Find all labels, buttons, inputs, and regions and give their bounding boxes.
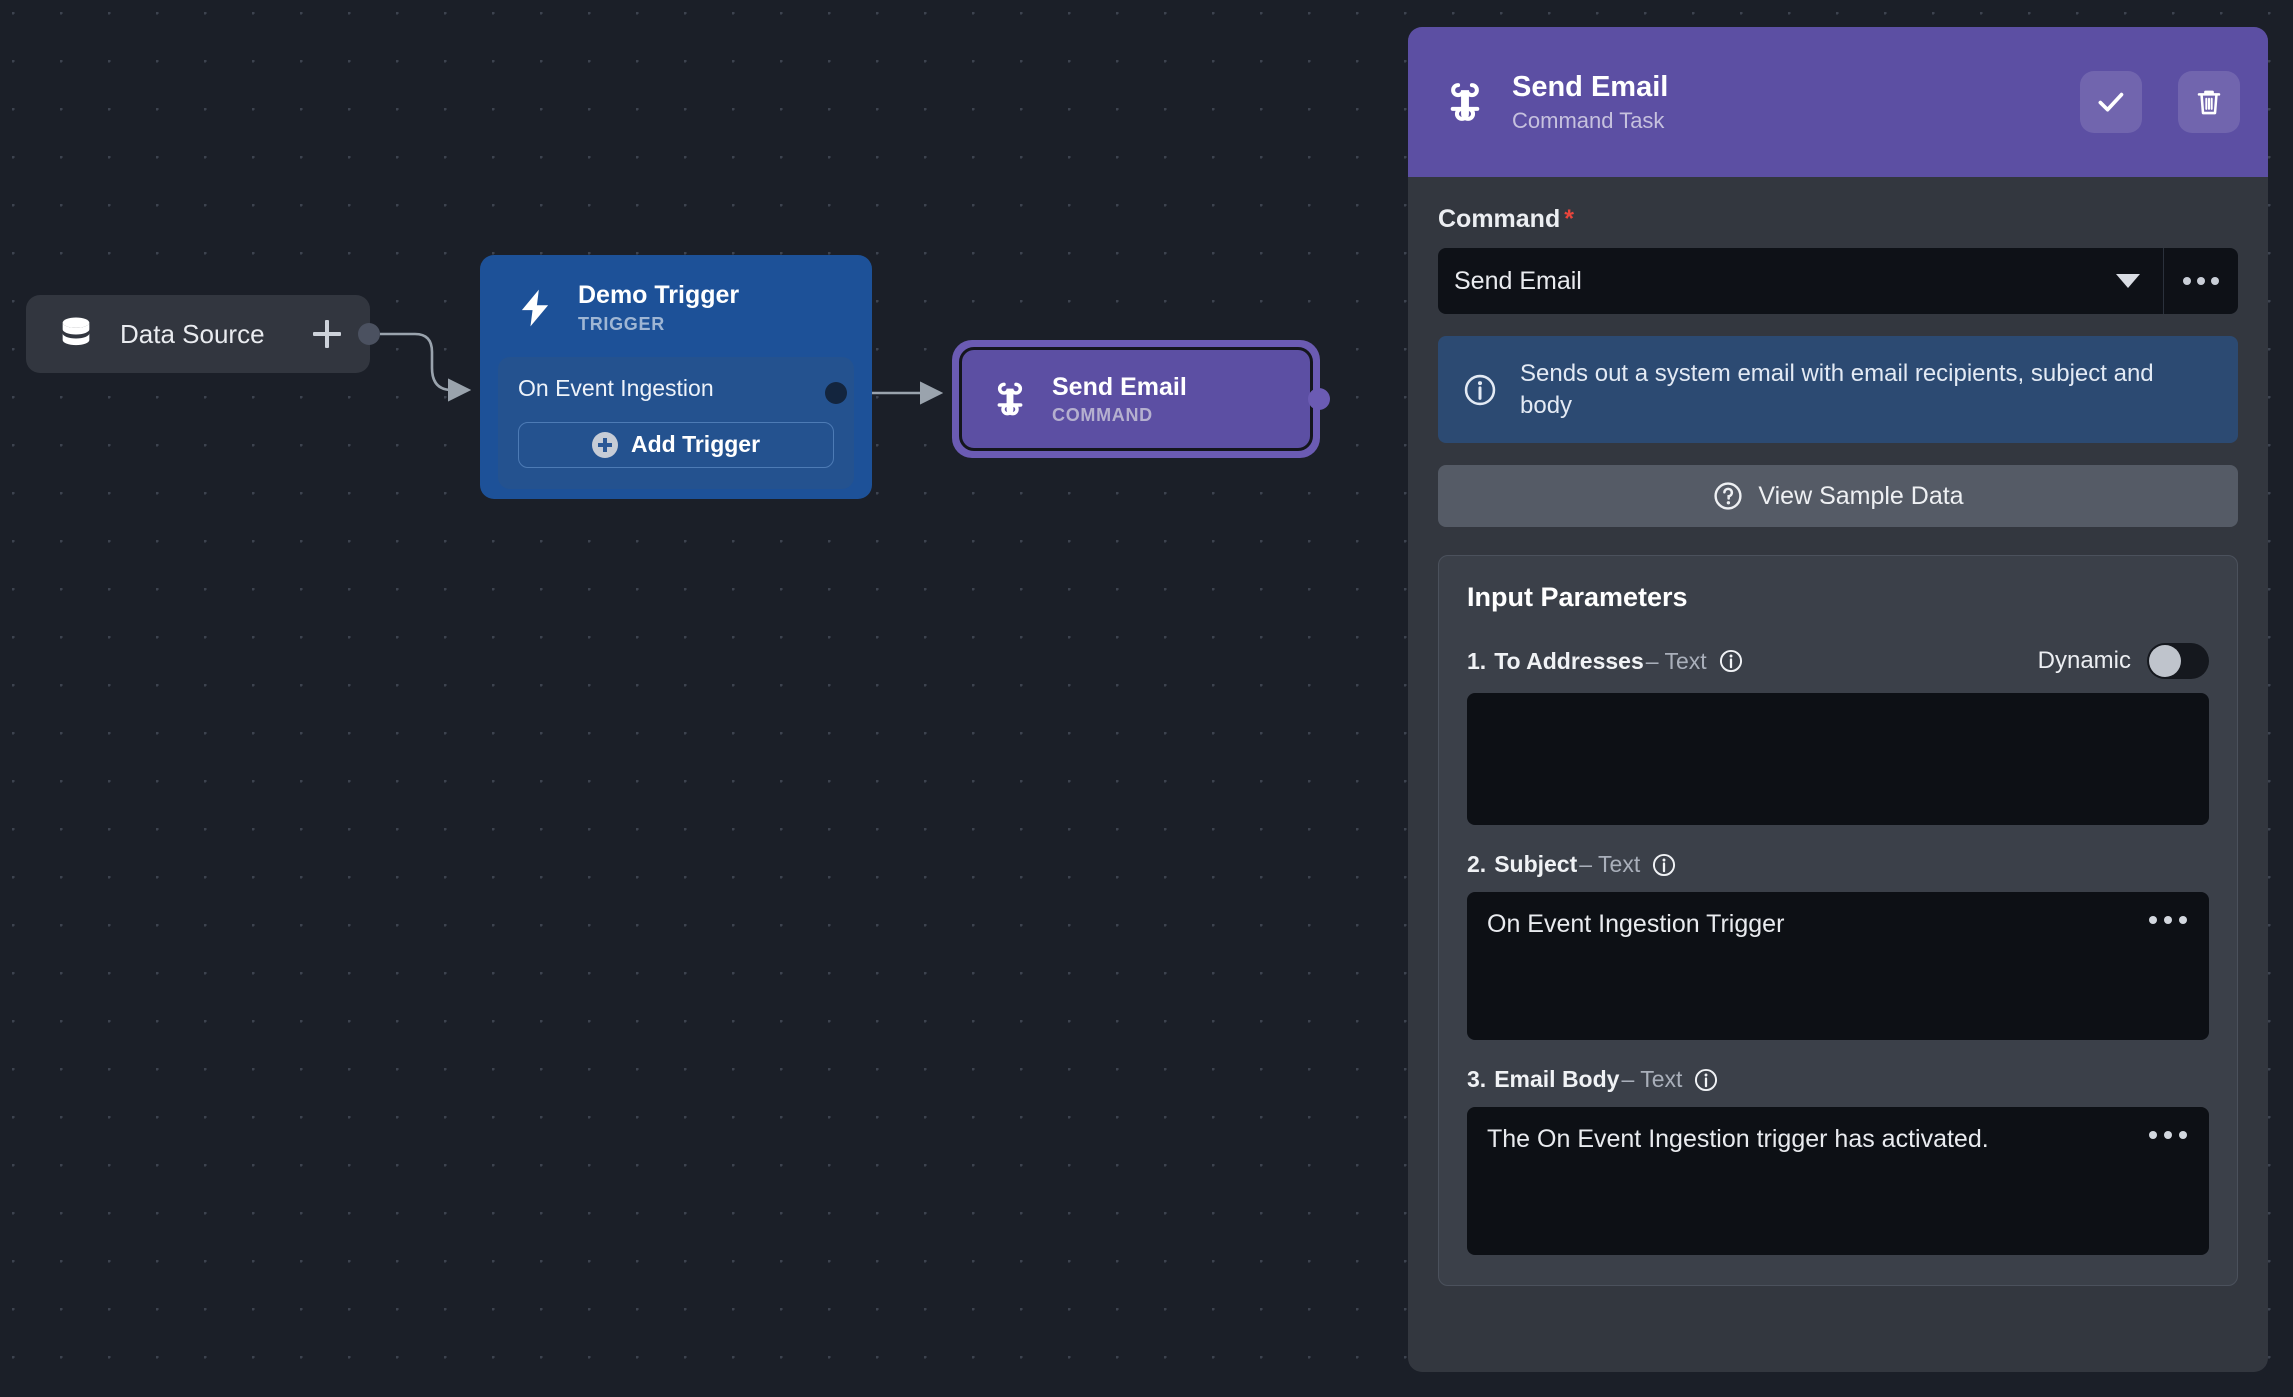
add-trigger-button[interactable]: Add Trigger bbox=[518, 421, 834, 468]
ellipsis-icon bbox=[2164, 1131, 2172, 1140]
subject-value: On Event Ingestion Trigger bbox=[1487, 910, 1785, 939]
to-addresses-input[interactable] bbox=[1467, 693, 2209, 826]
input-parameters-card: Input Parameters 1. To Addresses – Text … bbox=[1438, 555, 2238, 1287]
parameter-type: – Text bbox=[1579, 851, 1641, 878]
chevron-down-icon bbox=[2116, 274, 2140, 288]
parameter-name: To Addresses bbox=[1494, 647, 1644, 674]
plus-circle-icon bbox=[591, 431, 618, 458]
node-send-email-selection-ring: Send Email COMMAND bbox=[952, 340, 1320, 458]
toggle-track bbox=[2147, 643, 2209, 680]
parameter-name: Subject bbox=[1494, 851, 1578, 878]
dynamic-toggle-label: Dynamic bbox=[2037, 647, 2131, 675]
command-select[interactable]: Send Email bbox=[1438, 248, 2238, 314]
parameter-label-row: 3. Email Body – Text bbox=[1467, 1066, 2209, 1093]
panel-subtitle: Command Task bbox=[1512, 107, 1665, 133]
info-icon bbox=[1653, 853, 1676, 876]
confirm-button[interactable] bbox=[2080, 71, 2142, 133]
parameter-info-icon-wrap[interactable] bbox=[1693, 1067, 1719, 1093]
parameter-index: 1. bbox=[1467, 647, 1487, 674]
trash-icon bbox=[2197, 90, 2221, 115]
ellipsis-icon bbox=[2179, 916, 2187, 925]
view-sample-data-button[interactable]: View Sample Data bbox=[1438, 465, 2238, 528]
output-port-data-source[interactable] bbox=[358, 323, 380, 345]
command-select-value: Send Email bbox=[1454, 266, 1582, 295]
parameter-type: – Text bbox=[1621, 1066, 1683, 1093]
database-icon bbox=[62, 317, 90, 346]
task-details-panel: Send Email Command Task Command* Send Em… bbox=[1408, 27, 2268, 1372]
command-more-button[interactable] bbox=[2164, 248, 2238, 314]
question-circle-icon bbox=[1714, 482, 1742, 510]
parameter-type: – Text bbox=[1645, 647, 1707, 674]
parameter-index: 3. bbox=[1467, 1066, 1487, 1093]
panel-header-texts: Send Email Command Task bbox=[1512, 71, 2044, 134]
lightning-bolt-icon bbox=[521, 289, 549, 327]
input-parameters-title: Input Parameters bbox=[1467, 582, 1688, 613]
output-port-trigger[interactable] bbox=[825, 382, 847, 404]
edge-datasource-to-trigger bbox=[380, 332, 472, 402]
trigger-header: Demo Trigger TRIGGER bbox=[480, 255, 872, 335]
subject-input[interactable]: On Event Ingestion Trigger bbox=[1467, 892, 2209, 1041]
ellipsis-icon bbox=[2197, 277, 2205, 285]
dynamic-toggle[interactable]: Dynamic bbox=[2037, 643, 2209, 680]
output-port-command[interactable] bbox=[1308, 388, 1330, 410]
view-sample-data-label: View Sample Data bbox=[1758, 481, 1964, 510]
node-demo-trigger[interactable]: Demo Trigger TRIGGER On Event Ingestion … bbox=[480, 255, 872, 499]
command-description-text: Sends out a system email with email reci… bbox=[1520, 360, 2154, 419]
subject-more-button[interactable] bbox=[2149, 916, 2187, 925]
command-field-label: Command* bbox=[1438, 205, 2238, 234]
trigger-subtitle: TRIGGER bbox=[578, 313, 665, 334]
delete-button[interactable] bbox=[2178, 71, 2240, 133]
plus-icon[interactable] bbox=[310, 317, 344, 351]
node-send-email[interactable]: Send Email COMMAND bbox=[959, 347, 1313, 451]
command-description-banner: Sends out a system email with email reci… bbox=[1438, 336, 2238, 444]
required-asterisk: * bbox=[1564, 205, 1574, 233]
command-icon bbox=[997, 382, 1023, 416]
data-source-label: Data Source bbox=[120, 318, 265, 349]
add-trigger-label: Add Trigger bbox=[630, 431, 761, 458]
panel-body: Command* Send Email Sends out a system e… bbox=[1408, 177, 2268, 1287]
info-icon bbox=[1719, 650, 1742, 673]
node-data-source[interactable]: Data Source bbox=[26, 295, 370, 373]
parameter-info-icon-wrap[interactable] bbox=[1651, 852, 1677, 878]
ellipsis-icon bbox=[2149, 916, 2157, 925]
ellipsis-icon bbox=[2149, 1131, 2157, 1140]
ellipsis-icon bbox=[2179, 1131, 2187, 1140]
ellipsis-icon bbox=[2211, 277, 2219, 285]
email-body-input[interactable]: The On Event Ingestion trigger has activ… bbox=[1467, 1107, 2209, 1256]
parameter-label-row: 2. Subject – Text bbox=[1467, 851, 2209, 878]
email-body-value: The On Event Ingestion trigger has activ… bbox=[1487, 1125, 1989, 1154]
ellipsis-icon bbox=[2183, 277, 2191, 285]
email-body-more-button[interactable] bbox=[2149, 1131, 2187, 1140]
command-node-title: Send Email bbox=[1052, 373, 1187, 401]
panel-header: Send Email Command Task bbox=[1408, 27, 2268, 177]
trigger-body: On Event Ingestion Add Trigger bbox=[498, 356, 854, 489]
check-icon bbox=[2098, 92, 2124, 112]
command-label-text: Command bbox=[1438, 205, 1561, 233]
command-select-caret[interactable] bbox=[2093, 248, 2163, 314]
info-icon bbox=[1464, 374, 1496, 405]
info-icon bbox=[1695, 1068, 1718, 1091]
ellipsis-icon bbox=[2164, 916, 2172, 925]
parameter-name: Email Body bbox=[1494, 1066, 1620, 1093]
divider bbox=[2163, 248, 2164, 314]
command-icon bbox=[1450, 83, 1480, 121]
parameter-info-icon-wrap[interactable] bbox=[1718, 648, 1744, 674]
trigger-title: Demo Trigger bbox=[578, 281, 740, 309]
trigger-event-label: On Event Ingestion bbox=[518, 374, 714, 401]
command-node-subtitle: COMMAND bbox=[1052, 405, 1153, 425]
edge-layer bbox=[380, 332, 944, 405]
parameter-index: 2. bbox=[1467, 851, 1487, 878]
panel-title: Send Email bbox=[1512, 70, 1669, 103]
parameter-label-row: 1. To Addresses – Text Dynamic bbox=[1467, 643, 2209, 680]
toggle-knob bbox=[2149, 645, 2181, 678]
